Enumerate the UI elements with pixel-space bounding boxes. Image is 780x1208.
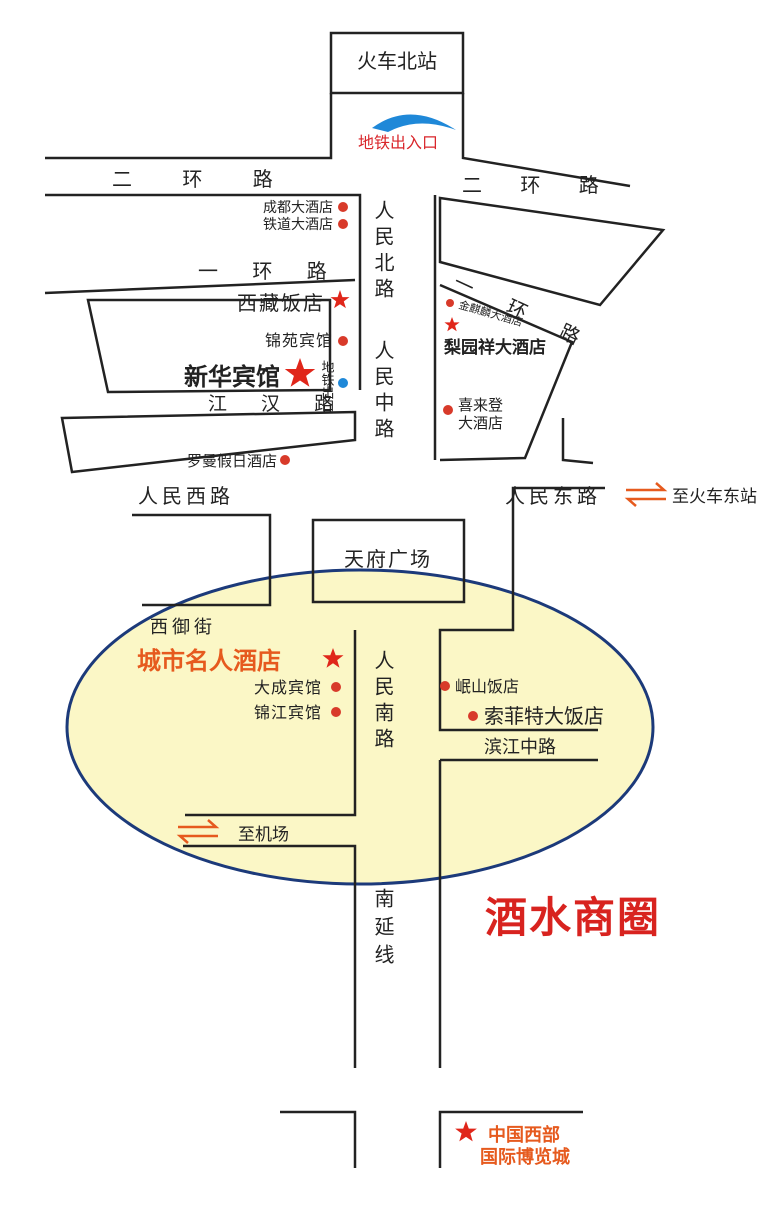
metro-exit-dot: [338, 378, 348, 388]
road-renmin-east: 人民东路: [505, 484, 601, 508]
zone-title: 酒水商圈: [485, 893, 661, 942]
hotel-chengshi-mingren-label: 城市名人酒店: [137, 647, 281, 675]
road-nanyan-line: 南延线: [371, 888, 395, 972]
hotel-xinhua-label: 新华宾馆: [184, 363, 280, 391]
hotel-minshan-label: 岷山饭店: [455, 677, 519, 696]
hotel-luoman-dot: [280, 455, 290, 465]
hotel-dacheng-label: 大成宾馆: [254, 678, 322, 697]
road-renmin-south: 人民南路: [371, 650, 395, 754]
hotel-suofeite-dot: [468, 711, 478, 721]
north-station-box: [329, 31, 465, 95]
hotel-xinhua-star-icon: [284, 358, 316, 387]
direction-east-station: 至火车东站: [672, 487, 757, 507]
road-second-ring-west: 二 环 路: [112, 167, 295, 191]
hotel-xizang-star-icon: [330, 290, 350, 309]
north-station-label: 火车北站: [357, 49, 437, 73]
hotel-xilaideng-dot: [443, 405, 453, 415]
road-jianghan: 江 汉 路: [208, 393, 347, 415]
metro-wave-icon: [372, 114, 456, 132]
west-expo-label-1: 中国西部: [488, 1124, 560, 1146]
road-network: [44, 93, 666, 1168]
west-expo-star-icon: [455, 1121, 477, 1142]
hotel-tiedao-label: 铁道大酒店: [263, 217, 333, 233]
direction-airport: 至机场: [238, 825, 289, 845]
road-renmin-west: 人民西路: [138, 484, 234, 508]
road-second-ring-east: 二 环 路: [462, 173, 615, 197]
tianfu-square-label: 天府广场: [344, 547, 432, 571]
hotel-xizang-label: 西藏饭店: [237, 291, 325, 315]
hotel-jinjiang-label: 锦江宾馆: [254, 703, 322, 722]
hotel-dacheng-dot: [331, 682, 341, 692]
road-binjiang-middle: 滨江中路: [484, 737, 556, 758]
hotel-xilaideng-label-1: 喜来登: [458, 396, 503, 414]
hotel-tiedao-dot: [338, 219, 348, 229]
hotel-liyuanxiang-label: 梨园祥大酒店: [443, 337, 546, 358]
two-way-arrow-icon: [176, 819, 220, 844]
two-way-arrow-icon: [624, 482, 668, 507]
metro-exit-label: 地铁出口: [319, 360, 335, 412]
business-zone-ellipse: [65, 568, 655, 886]
hotel-chengdu-label: 成都大酒店: [263, 200, 333, 216]
hotel-jinyuan-dot: [338, 336, 348, 346]
road-first-ring-west: 一 环 路: [198, 259, 341, 283]
hotel-xilaideng-label-2: 大酒店: [458, 414, 503, 432]
metro-entrance-label: 地铁出入口: [358, 133, 438, 152]
hotel-liyuanxiang-star-icon: [444, 317, 460, 332]
hotel-minshan-dot: [440, 681, 450, 691]
road-renmin-middle: 人民中路: [371, 340, 395, 444]
road-renmin-north: 人民北路: [371, 200, 395, 304]
hotel-suofeite-label: 索菲特大饭店: [484, 704, 604, 728]
hotel-jinyuan-label: 锦苑宾馆: [265, 331, 333, 350]
road-xiyu-street: 西御街: [150, 617, 216, 638]
hotel-luoman-label: 罗曼假日酒店: [187, 452, 277, 470]
west-expo-label-2: 国际博览城: [480, 1146, 570, 1168]
hotel-jinjiang-dot: [331, 707, 341, 717]
hotel-chengshi-mingren-star-icon: [322, 648, 344, 668]
hotel-chengdu-dot: [338, 202, 348, 212]
hotel-jinqilin-dot: [446, 299, 454, 307]
